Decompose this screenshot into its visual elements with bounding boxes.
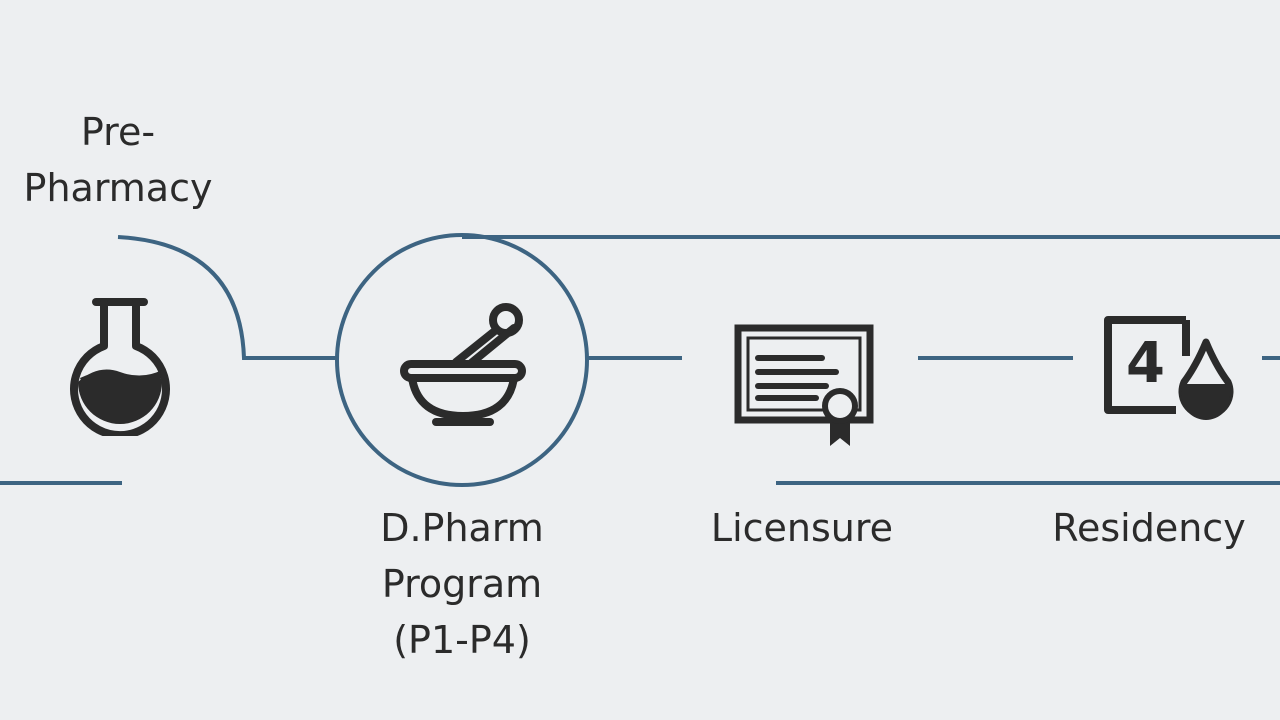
stage-label-line: (P1-P4)	[393, 618, 531, 662]
stage-label-residency: Residency	[1040, 500, 1258, 556]
stage-label-line: Program	[381, 562, 543, 606]
stage-label-line: Licensure	[710, 506, 894, 550]
stage-label-licensure: Licensure	[690, 500, 914, 556]
stage-label-dpharm-program: D.Pharm Program (P1-P4)	[348, 500, 576, 668]
stage-label-line: Pre-	[80, 110, 156, 154]
stage-label-line: Residency	[1052, 506, 1246, 550]
calendar-drop-icon: 4	[1104, 316, 1234, 420]
certificate-icon	[734, 324, 874, 446]
mortar-pestle-icon	[400, 303, 526, 426]
flask-icon	[70, 298, 170, 436]
stage-label-pre-pharmacy: Pre- Pharmacy	[0, 104, 236, 216]
connector-prepharmacy-arc	[117, 235, 336, 360]
stage-label-line: D.Pharm	[380, 506, 544, 550]
calendar-number: 4	[1126, 331, 1165, 396]
stage-label-line: Pharmacy	[23, 166, 213, 210]
